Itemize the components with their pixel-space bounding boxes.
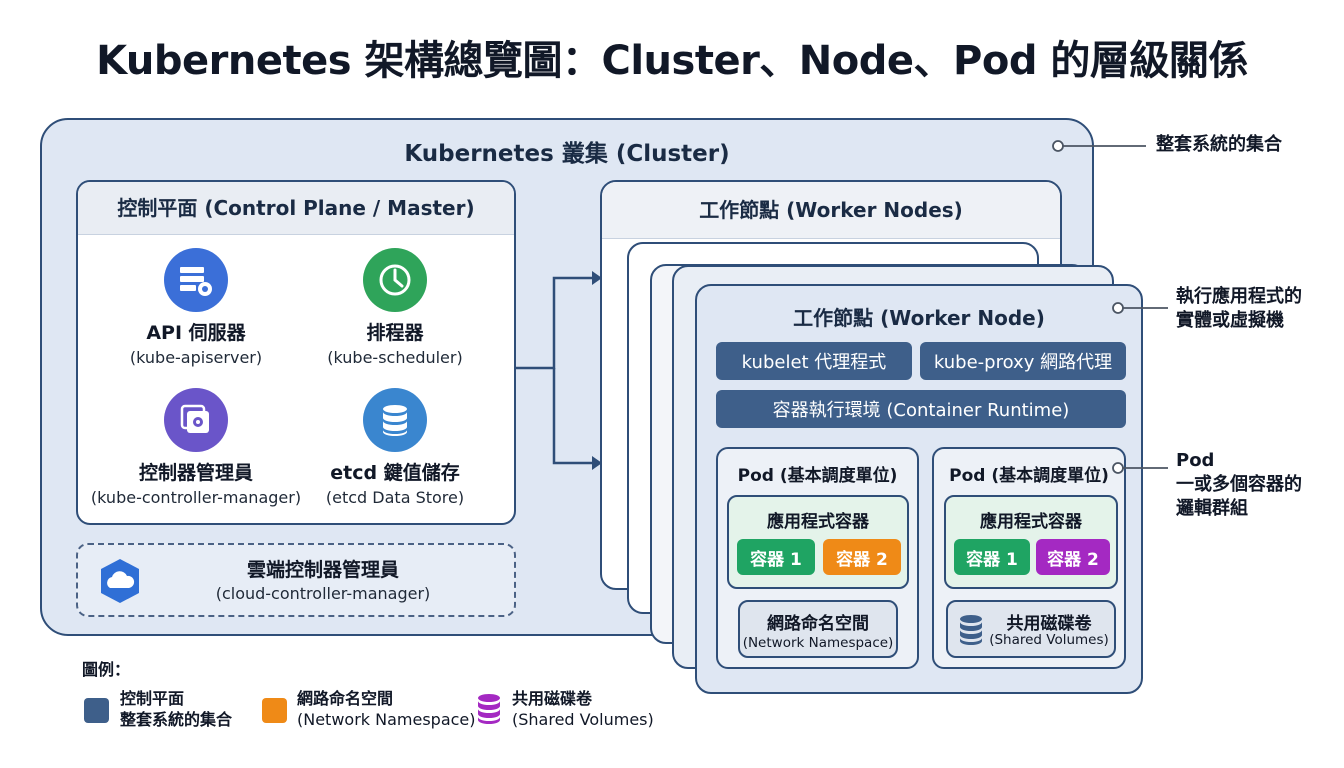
worker-node-title: 工作節點 (Worker Node) (793, 306, 1045, 330)
shared-volumes-box: 共用磁碟卷 (Shared Volumes) (946, 600, 1116, 658)
kube-proxy-bar: kube-proxy 網路代理 (920, 342, 1126, 380)
pod-card: Pod (基本調度單位) 應用程式容器 容器 1 容器 2 網路命名空間 (Ne… (716, 447, 919, 669)
scheduler-sub: (kube-scheduler) (327, 348, 463, 367)
app-container-title: 應用程式容器 (980, 512, 1082, 532)
control-plane-panel: 控制平面 (Control Plane / Master) (76, 180, 516, 525)
pod-title: Pod (基本調度單位) (737, 466, 898, 486)
cloud-controller-sub: (cloud-controller-manager) (215, 584, 431, 603)
callout-lines (1052, 140, 1168, 474)
container-1: 容器 1 (737, 539, 815, 575)
controller-manager-name: 控制器管理員 (138, 462, 253, 484)
scheduler-name: 排程器 (366, 322, 424, 344)
square-icon (262, 698, 287, 723)
connector-arrows (516, 271, 602, 470)
controller-manager-sub: (kube-controller-manager) (90, 488, 302, 507)
container-2: 容器 2 (823, 539, 901, 575)
pod-callout: Pod 一或多個容器的 邏輯群組 (1176, 450, 1302, 519)
server-gear-icon (164, 248, 228, 312)
pod-title: Pod (基本調度單位) (949, 466, 1109, 486)
cloud-icon (96, 557, 144, 605)
app-container-box: 應用程式容器 容器 1 容器 2 (944, 495, 1118, 589)
network-namespace-detail: (Network Namespace) (742, 635, 894, 651)
shared-volumes-name: 共用磁碟卷 (1006, 614, 1092, 634)
kubelet-bar: kubelet 代理程式 (716, 342, 912, 380)
app-container-title: 應用程式容器 (767, 512, 869, 532)
worker-node-callout: 執行應用程式的 實體或虛擬機 (1176, 286, 1302, 331)
etcd-sub: (etcd Data Store) (325, 488, 465, 507)
clock-icon (363, 248, 427, 312)
controller-manager-component: 控制器管理員 (kube-controller-manager) (86, 388, 306, 507)
network-namespace-box: 網路命名空間 (Network Namespace) (738, 600, 898, 658)
shared-volumes-detail: (Shared Volumes) (989, 632, 1109, 648)
scheduler-component: 排程器 (kube-scheduler) (285, 248, 505, 367)
api-server-sub: (kube-apiserver) (129, 348, 263, 367)
database-icon (363, 388, 427, 452)
app-container-box: 應用程式容器 容器 1 容器 2 (727, 495, 909, 589)
etcd-name: etcd 鍵值儲存 (330, 462, 460, 484)
legend-item-network-namespace: 網路命名空間 (Network Namespace) (297, 689, 476, 729)
square-icon (84, 698, 109, 723)
legend-item-shared-volumes: 共用磁碟卷 (Shared Volumes) (512, 689, 654, 729)
legend-label: 圖例： (82, 660, 131, 679)
worker-nodes-title: 工作節點 (Worker Nodes) (602, 182, 1060, 239)
network-namespace-name: 網路命名空間 (767, 614, 869, 634)
cluster-callout: 整套系統的集合 (1156, 134, 1282, 155)
container-2: 容器 2 (1036, 539, 1110, 575)
container-runtime-bar: 容器執行環境 (Container Runtime) (716, 390, 1126, 428)
controller-gear-icon (164, 388, 228, 452)
container-1: 容器 1 (954, 539, 1030, 575)
database-icon (958, 614, 984, 650)
pod-card: Pod (基本調度單位) 應用程式容器 容器 1 容器 2 共用磁碟卷 (Sha… (932, 447, 1126, 669)
api-server-name: API 伺服器 (146, 322, 246, 344)
cloud-controller-name: 雲端控制器管理員 (246, 559, 399, 581)
control-plane-title: 控制平面 (Control Plane / Master) (78, 182, 514, 235)
database-icon (476, 693, 502, 729)
cluster-title: Kubernetes 叢集 (Cluster) (404, 141, 730, 167)
etcd-component: etcd 鍵值儲存 (etcd Data Store) (285, 388, 505, 507)
page-title: Kubernetes 架構總覽圖：Cluster、Node、Pod 的層級關係 (96, 38, 1248, 84)
api-server-component: API 伺服器 (kube-apiserver) (86, 248, 306, 367)
legend-item-control-plane: 控制平面 整套系統的集合 (120, 689, 233, 729)
cloud-controller-box: 雲端控制器管理員 (cloud-controller-manager) (76, 543, 516, 617)
